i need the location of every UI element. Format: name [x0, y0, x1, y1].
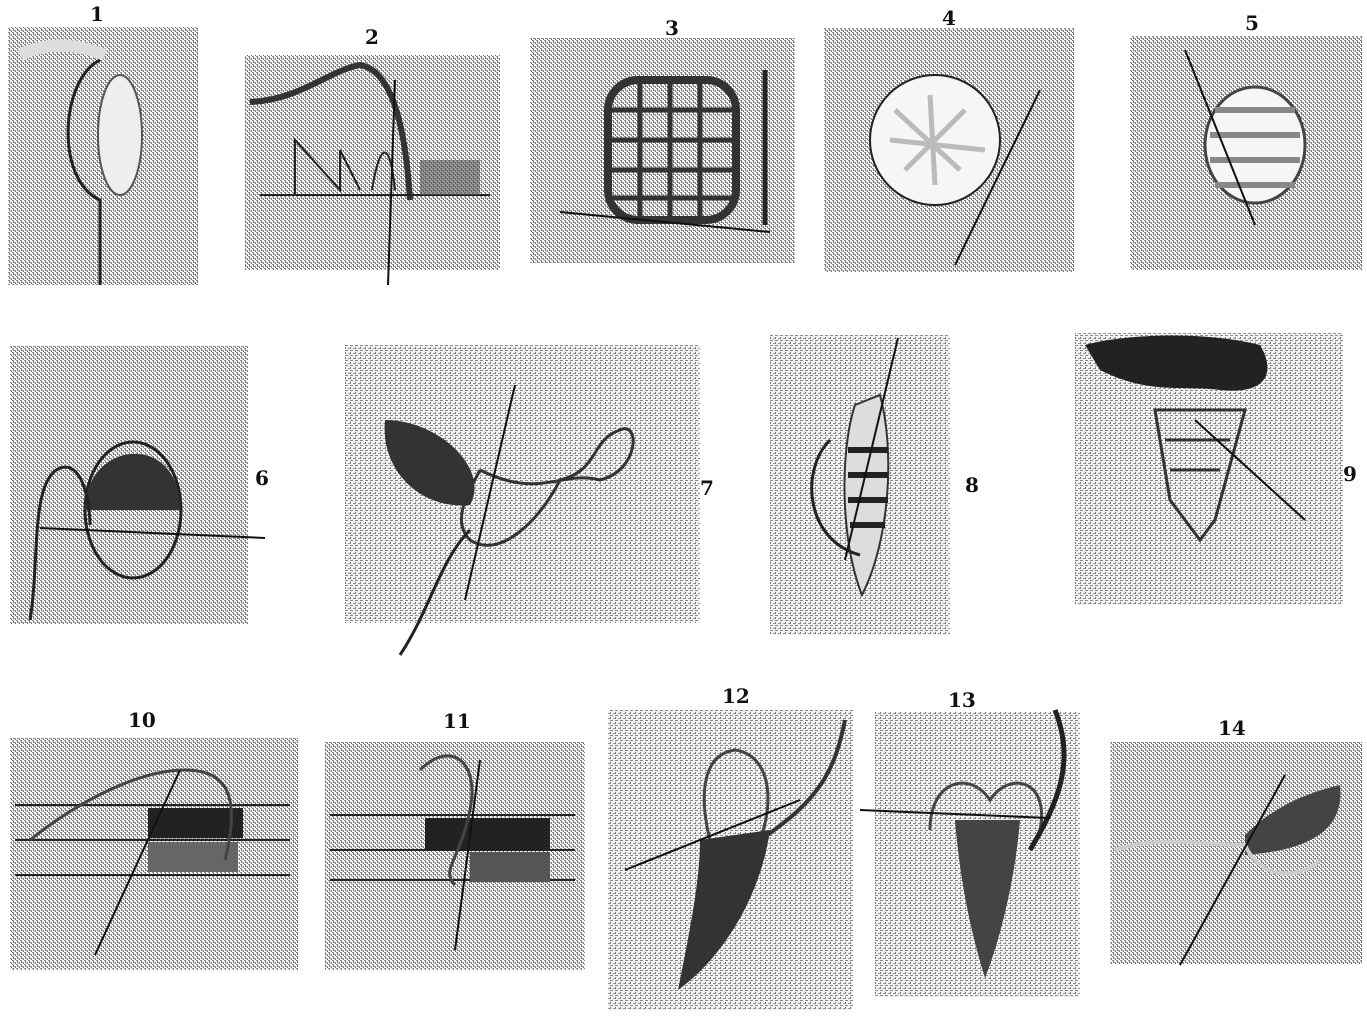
figure-label-10: 10	[128, 710, 156, 730]
fig-3-swatch	[530, 38, 795, 263]
figure-label-6: 6	[255, 468, 269, 488]
figure-label-3: 3	[665, 18, 679, 38]
fig-12-swatch	[608, 710, 853, 1010]
figure-label-2: 2	[365, 27, 379, 47]
figure-label-9: 9	[1343, 464, 1357, 484]
figure-label-4: 4	[942, 8, 956, 28]
figure-label-12: 12	[722, 686, 750, 706]
figure-label-5: 5	[1245, 13, 1259, 33]
fig-2-swatch	[245, 55, 500, 285]
figure-label-14: 14	[1218, 718, 1246, 738]
fig-6-swatch	[10, 346, 265, 624]
fig-9-swatch	[1075, 333, 1343, 605]
fig-14-swatch	[1110, 742, 1362, 965]
fig-8-swatch	[770, 335, 950, 635]
figure-label-8: 8	[965, 475, 979, 495]
fig-4-swatch	[824, 28, 1074, 272]
fig-13-swatch	[860, 710, 1080, 997]
fig-10-swatch	[10, 738, 298, 970]
fig-5-swatch	[1130, 36, 1362, 270]
fig-11-swatch	[325, 742, 585, 970]
figure-label-1: 1	[90, 4, 104, 24]
figure-label-11: 11	[443, 711, 471, 731]
figure-label-7: 7	[700, 478, 714, 498]
fig-7-swatch	[345, 345, 700, 655]
figure-label-13: 13	[948, 690, 976, 710]
fig-1-swatch	[8, 27, 198, 285]
